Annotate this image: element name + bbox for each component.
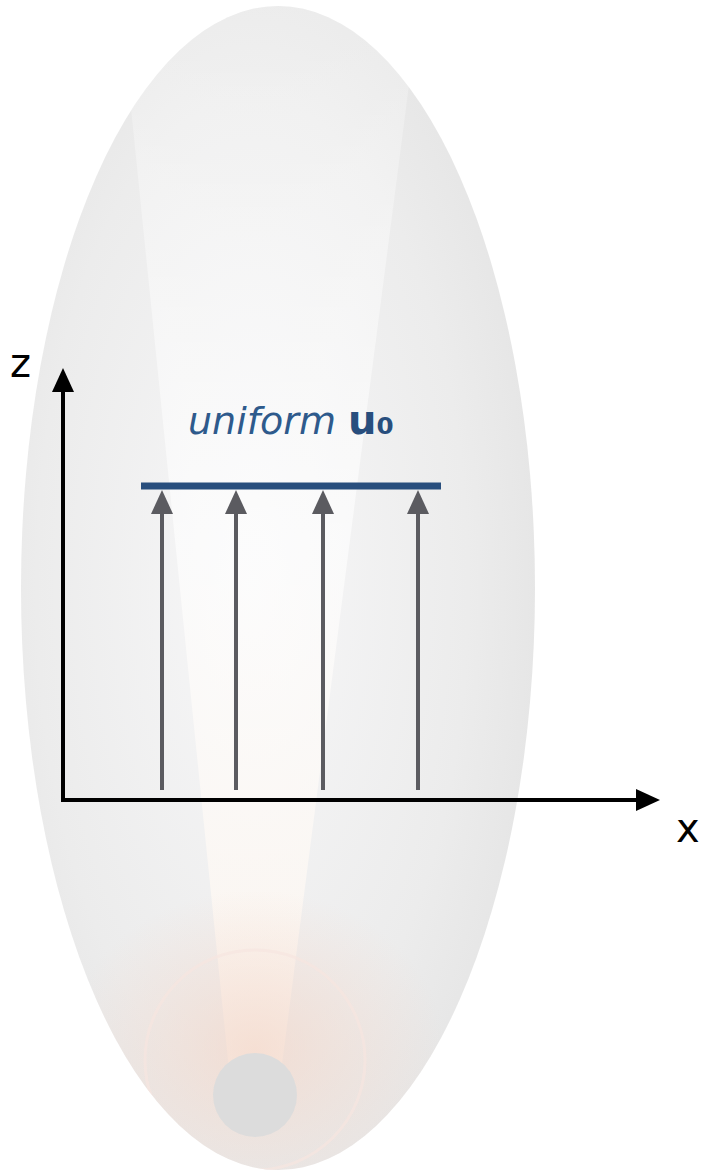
front-line bbox=[141, 483, 441, 490]
black-hole bbox=[213, 1053, 297, 1137]
flow-label: uniform bbox=[188, 402, 336, 440]
velocity-symbol: u₀ bbox=[348, 400, 394, 440]
axis-label: x bbox=[676, 808, 700, 848]
disk-glow bbox=[65, 890, 445, 1171]
ring bbox=[145, 950, 365, 1170]
axis-label: z bbox=[10, 343, 31, 383]
flow-arrows bbox=[151, 490, 429, 790]
axes bbox=[52, 368, 660, 811]
